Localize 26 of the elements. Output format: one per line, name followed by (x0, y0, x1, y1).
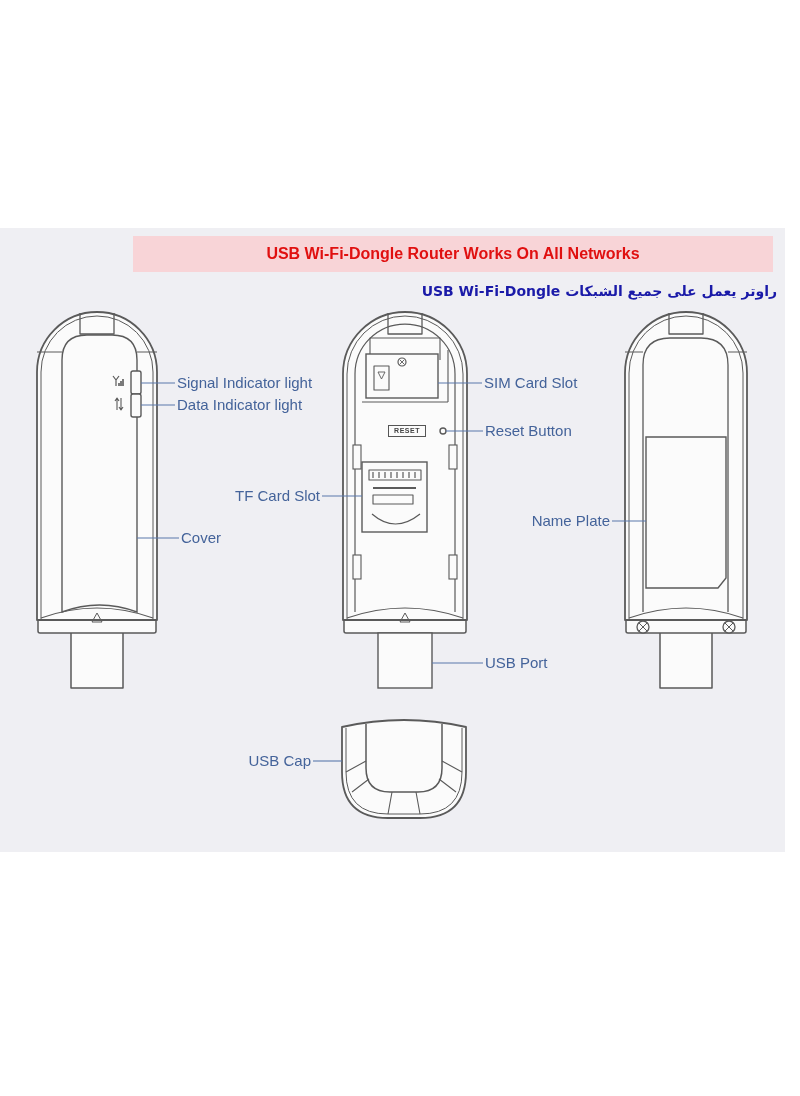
indicator-light (130, 370, 142, 395)
leader-line (136, 537, 180, 539)
subtitle: راوتر يعمل على جميع الشبكات USB Wi-Fi-Dongle (421, 282, 777, 300)
leader-line (140, 404, 176, 406)
indicator-light (130, 393, 142, 418)
leader-line (312, 760, 343, 762)
front-cover (61, 334, 138, 613)
name-plate (645, 436, 727, 589)
leader-line (445, 430, 484, 432)
callout-label: Signal Indicator light (177, 374, 313, 392)
reset-button (439, 427, 447, 435)
callout-label: USB Port (485, 654, 548, 672)
callout-label: Data Indicator light (177, 396, 303, 414)
callout-label: Name Plate (531, 512, 610, 530)
leader-line (611, 520, 647, 522)
callout-label: Cover (181, 529, 221, 547)
callout-label: Reset Button (485, 422, 572, 440)
title-banner: USB Wi-Fi-Dongle Router Works On All Networks (133, 236, 773, 272)
leader-line (437, 382, 483, 384)
leader-line (321, 495, 363, 497)
callout-label: USB Cap (248, 752, 311, 770)
callout-label: SIM Card Slot (484, 374, 578, 392)
leader-line (140, 382, 176, 384)
usb-cap-drawing (341, 719, 467, 819)
callout-label: TF Card Slot (234, 487, 320, 505)
sim-card-slot (365, 353, 439, 399)
